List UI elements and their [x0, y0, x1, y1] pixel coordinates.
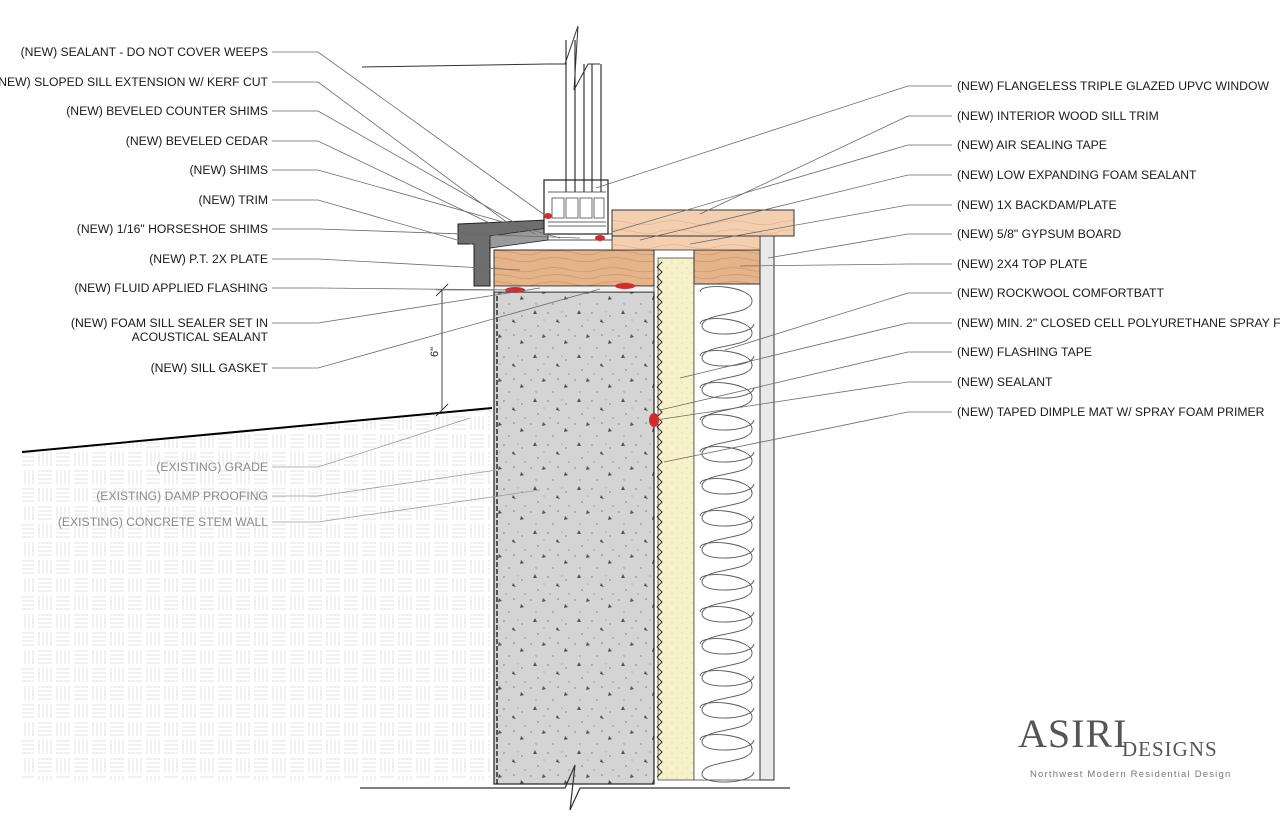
pt-2x-plate	[493, 249, 655, 287]
label-fluid-flashing: (NEW) FLUID APPLIED FLASHING	[74, 281, 268, 295]
label-shims: (NEW) SHIMS	[189, 163, 268, 177]
batt-loop	[699, 670, 755, 719]
company-logo: ASIRI DESIGNS Northwest Modern Residenti…	[1018, 711, 1231, 780]
grade-line	[21, 407, 493, 453]
leaders-left	[272, 51, 601, 369]
window-break-line	[548, 25, 600, 91]
batt-loop	[699, 414, 755, 463]
batt-loop	[699, 318, 755, 367]
label-horseshoe-shims: (NEW) 1/16" HORSESHOE SHIMS	[77, 222, 268, 236]
label-stem-wall: (EXISTING) CONCRETE STEM WALL	[58, 515, 268, 529]
label-damp-proofing: (EXISTING) DAMP PROOFING	[96, 489, 268, 503]
sill-gasket	[493, 285, 655, 293]
dimple-mat	[656, 261, 663, 778]
batt-loop	[699, 510, 755, 559]
label-counter-shims: (NEW) BEVELED COUNTER SHIMS	[66, 104, 268, 118]
label-grade: (EXISTING) GRADE	[156, 460, 268, 474]
logo-sub-text: DESIGNS	[1122, 737, 1218, 761]
label-beveled-cedar: (NEW) BEVELED CEDAR	[126, 134, 268, 148]
label-sloped-sill-extension: (NEW) SLOPED SILL EXTENSION W/ KERF CUT	[0, 75, 269, 89]
batt-loop	[699, 702, 755, 751]
label-top-plate: (NEW) 2X4 TOP PLATE	[957, 257, 1088, 271]
window-frame-chambers	[548, 191, 606, 227]
soil-fill	[22, 408, 490, 780]
triple-glazing	[565, 40, 602, 192]
label-window: (NEW) FLANGELESS TRIPLE GLAZED UPVC WIND…	[957, 79, 1269, 93]
leaders-right	[595, 85, 952, 463]
label-dimple-mat: (NEW) TAPED DIMPLE MAT W/ SPRAY FOAM PRI…	[957, 405, 1265, 419]
label-foam-sill-sealer: (NEW) FOAM SILL SEALER SET IN	[71, 316, 268, 330]
batt-loop	[699, 542, 755, 591]
batt-loop	[699, 286, 755, 335]
break-line	[360, 764, 790, 811]
interior-sill-trim	[611, 209, 795, 237]
batt-loop	[699, 382, 755, 431]
label-sealant-weeps: (NEW) SEALANT - DO NOT COVER WEEPS	[21, 45, 268, 59]
window-frame	[543, 179, 609, 235]
batt-pattern	[699, 286, 755, 783]
label-air-sealing-tape: (NEW) AIR SEALING TAPE	[957, 138, 1107, 152]
dimension-text: 6"	[429, 347, 441, 357]
batt-loop	[699, 638, 755, 687]
logo-tagline: Northwest Modern Residential Design	[1030, 769, 1231, 780]
labels-existing: (EXISTING) GRADE (EXISTING) DAMP PROOFIN…	[58, 460, 268, 529]
label-backdam: (NEW) 1X BACKDAM/PLATE	[957, 198, 1117, 212]
label-trim: (NEW) TRIM	[198, 193, 268, 207]
label-sealant: (NEW) SEALANT	[957, 375, 1053, 389]
spray-foam-layer	[657, 257, 695, 781]
label-foam-sealant: (NEW) LOW EXPANDING FOAM SEALANT	[957, 168, 1197, 182]
gypsum-board	[759, 235, 775, 781]
batt-loop	[699, 574, 755, 623]
2x4-top-plate	[693, 249, 761, 285]
leaders-existing	[272, 417, 541, 523]
label-pt-plate: (NEW) P.T. 2X PLATE	[149, 252, 268, 266]
label-flashing-tape: (NEW) FLASHING TAPE	[957, 345, 1092, 359]
label-sill-gasket: (NEW) SILL GASKET	[151, 361, 269, 375]
label-gypsum: (NEW) 5/8" GYPSUM BOARD	[957, 227, 1121, 241]
batt-loop	[699, 350, 755, 399]
batt-loop	[699, 446, 755, 495]
batt-loop	[699, 478, 755, 527]
label-spray-foam: (NEW) MIN. 2" CLOSED CELL POLYURETHANE S…	[957, 316, 1280, 330]
concrete-stem-wall	[493, 291, 655, 785]
backdam-plate	[611, 235, 761, 251]
label-foam-sill-sealer-line2: ACOUSTICAL SEALANT	[132, 330, 269, 344]
batt-loop	[699, 734, 755, 783]
labels-left: (NEW) SEALANT - DO NOT COVER WEEPS (NEW)…	[0, 45, 269, 375]
logo-main-text: ASIRI	[1018, 711, 1127, 756]
label-interior-sill-trim: (NEW) INTERIOR WOOD SILL TRIM	[957, 109, 1159, 123]
batt-loop	[699, 606, 755, 655]
top-reference-line	[361, 63, 549, 68]
labels-right: (NEW) FLANGELESS TRIPLE GLAZED UPVC WIND…	[957, 79, 1280, 419]
label-comfortbatt: (NEW) ROCKWOOL COMFORTBATT	[957, 286, 1165, 300]
